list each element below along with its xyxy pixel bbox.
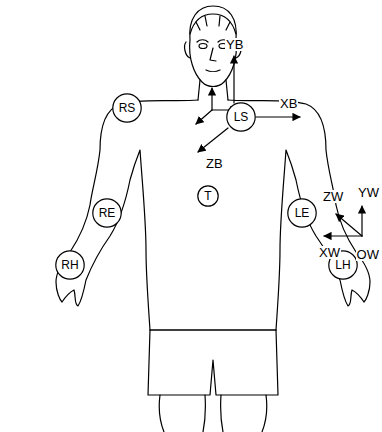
joint-outline — [288, 199, 316, 227]
joint-marker: T — [197, 185, 219, 207]
axis-label: XW — [318, 246, 341, 259]
joint-label: LH — [335, 259, 350, 271]
axis-label: YB — [225, 38, 244, 51]
joint-marker: LS — [226, 102, 256, 132]
joint-outline — [113, 94, 141, 122]
joint-label: LS — [234, 111, 249, 123]
joint-marker: RS — [112, 93, 142, 123]
joint-outline — [56, 251, 84, 279]
joint-marker: RE — [92, 198, 122, 228]
axis-label: ZW — [322, 190, 344, 203]
axis-label: XB — [279, 97, 298, 110]
joint-label: T — [204, 190, 211, 202]
joint-label: RS — [119, 102, 136, 114]
joint-outline — [198, 186, 218, 206]
joint-outline — [227, 103, 255, 131]
joint-marker: RH — [55, 250, 85, 280]
joint-label: RE — [99, 207, 116, 219]
joint-marker: LE — [287, 198, 317, 228]
axis-label: ZB — [205, 157, 224, 170]
joint-outline — [93, 199, 121, 227]
joint-label: LE — [295, 207, 310, 219]
axis-label: OW — [356, 248, 380, 261]
axis-label: YW — [357, 186, 380, 199]
joint-label: RH — [61, 259, 78, 271]
